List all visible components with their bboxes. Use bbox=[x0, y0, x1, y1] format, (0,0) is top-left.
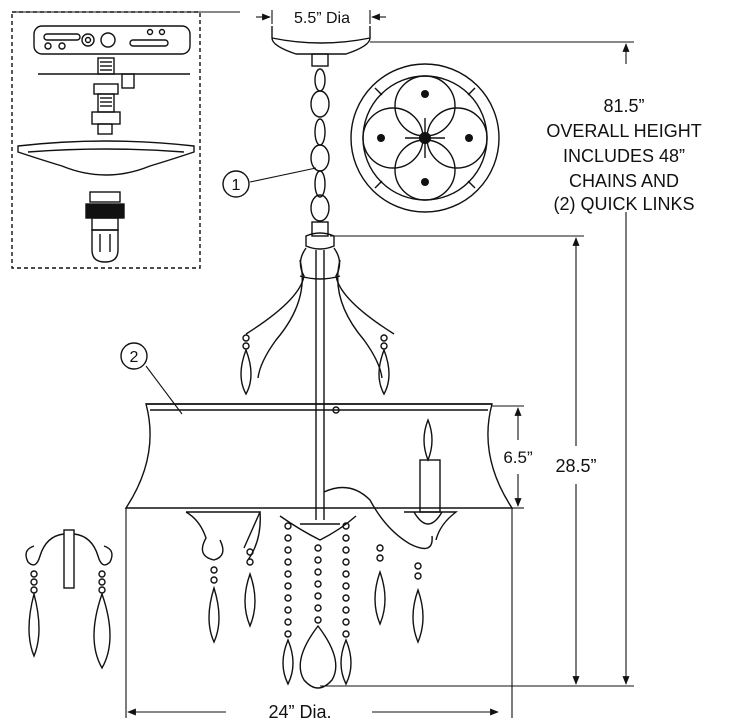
callout-1-circle bbox=[222, 170, 250, 198]
mounting-crossbar-icon bbox=[33, 25, 191, 55]
threaded-nipple-icon bbox=[38, 57, 190, 135]
overall-height-line-5: (2) QUICK LINKS bbox=[553, 194, 694, 214]
lower-crystal-drops bbox=[208, 544, 424, 644]
beaded-strands bbox=[282, 522, 352, 689]
overall-height-line-2: OVERALL HEIGHT bbox=[546, 121, 701, 141]
overall-height-label: 81.5” OVERALL HEIGHT INCLUDES 48” CHAINS… bbox=[546, 96, 701, 214]
bead-strand-center bbox=[299, 544, 337, 689]
arm-detail-inset bbox=[25, 529, 113, 670]
body-height-label: 28.5” bbox=[555, 456, 596, 476]
callout-2-number: 2 bbox=[130, 349, 139, 366]
fixture-frame bbox=[245, 232, 395, 520]
callout-1-number: 1 bbox=[232, 177, 241, 194]
upper-crystal-drops bbox=[240, 334, 390, 396]
bead-strand-left bbox=[282, 522, 294, 686]
mounting-hardware-inset bbox=[11, 11, 201, 269]
lower-arms bbox=[185, 486, 459, 561]
canopy-icon bbox=[17, 140, 195, 176]
canopy bbox=[271, 26, 371, 55]
chain bbox=[310, 53, 330, 237]
socket-bulb-icon bbox=[85, 191, 125, 263]
dimension-lines bbox=[12, 10, 634, 718]
overall-height-line-3: INCLUDES 48” bbox=[563, 146, 685, 166]
callout-2-circle bbox=[120, 342, 148, 370]
overall-height-line-4: CHAINS AND bbox=[569, 171, 679, 191]
bead-strand-right bbox=[340, 522, 352, 686]
fixture-diameter-label: 24” Dia. bbox=[268, 702, 331, 721]
canopy-diameter-label: 5.5” Dia bbox=[294, 10, 350, 27]
shade-height-label: 6.5” bbox=[503, 448, 533, 467]
drum-shade bbox=[124, 403, 514, 509]
top-view-medallion-icon bbox=[350, 63, 500, 213]
overall-height-line-1: 81.5” bbox=[603, 96, 644, 116]
